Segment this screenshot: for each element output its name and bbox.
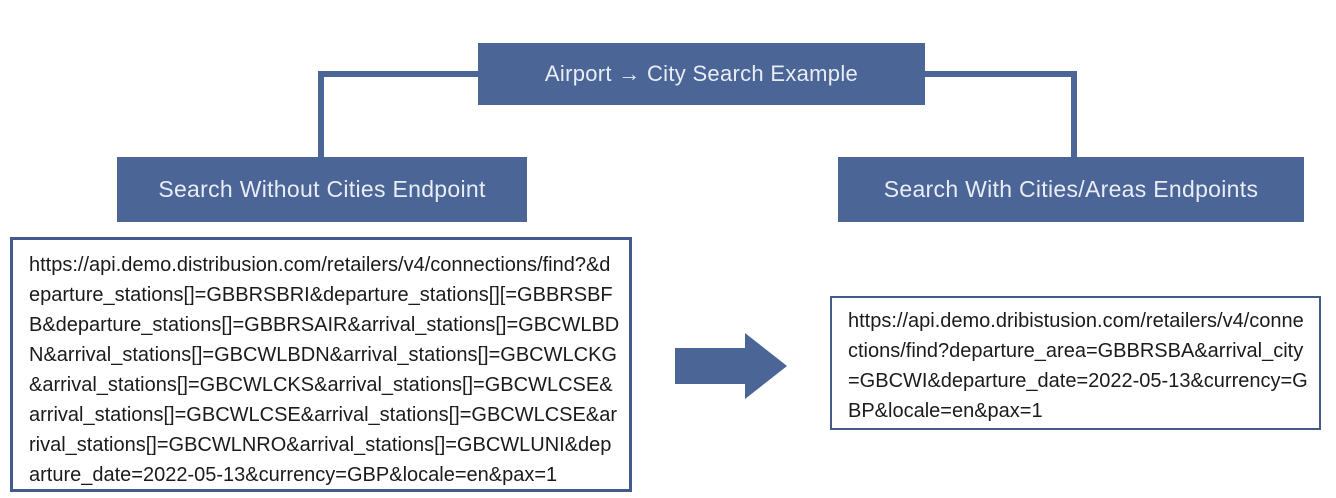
- left-url-example-box: https://api.demo.distribusion.com/retail…: [10, 237, 632, 492]
- left-url-text: https://api.demo.distribusion.com/retail…: [29, 254, 620, 486]
- diagram-title: Airport → City Search Example: [544, 61, 859, 86]
- right-branch-heading: Search With Cities/Areas Endpoints: [883, 176, 1259, 202]
- right-url-example-box: https://api.demo.dribistusion.com/retail…: [830, 296, 1321, 430]
- connector-left-horizontal: [320, 71, 478, 77]
- connector-right-vertical: [1071, 71, 1077, 157]
- right-block-arrow-icon: [675, 333, 787, 399]
- diagram-title-node: Airport → City Search Example: [478, 43, 925, 105]
- right-url-text: https://api.demo.dribistusion.com/retail…: [848, 310, 1308, 422]
- left-branch-heading-node: Search Without Cities Endpoint: [117, 157, 527, 222]
- right-branch-heading-node: Search With Cities/Areas Endpoints: [838, 157, 1304, 222]
- connector-left-vertical: [318, 71, 324, 157]
- connector-right-horizontal: [925, 71, 1077, 77]
- left-branch-heading: Search Without Cities Endpoint: [158, 176, 486, 202]
- right-block-arrow-shape: [675, 333, 787, 399]
